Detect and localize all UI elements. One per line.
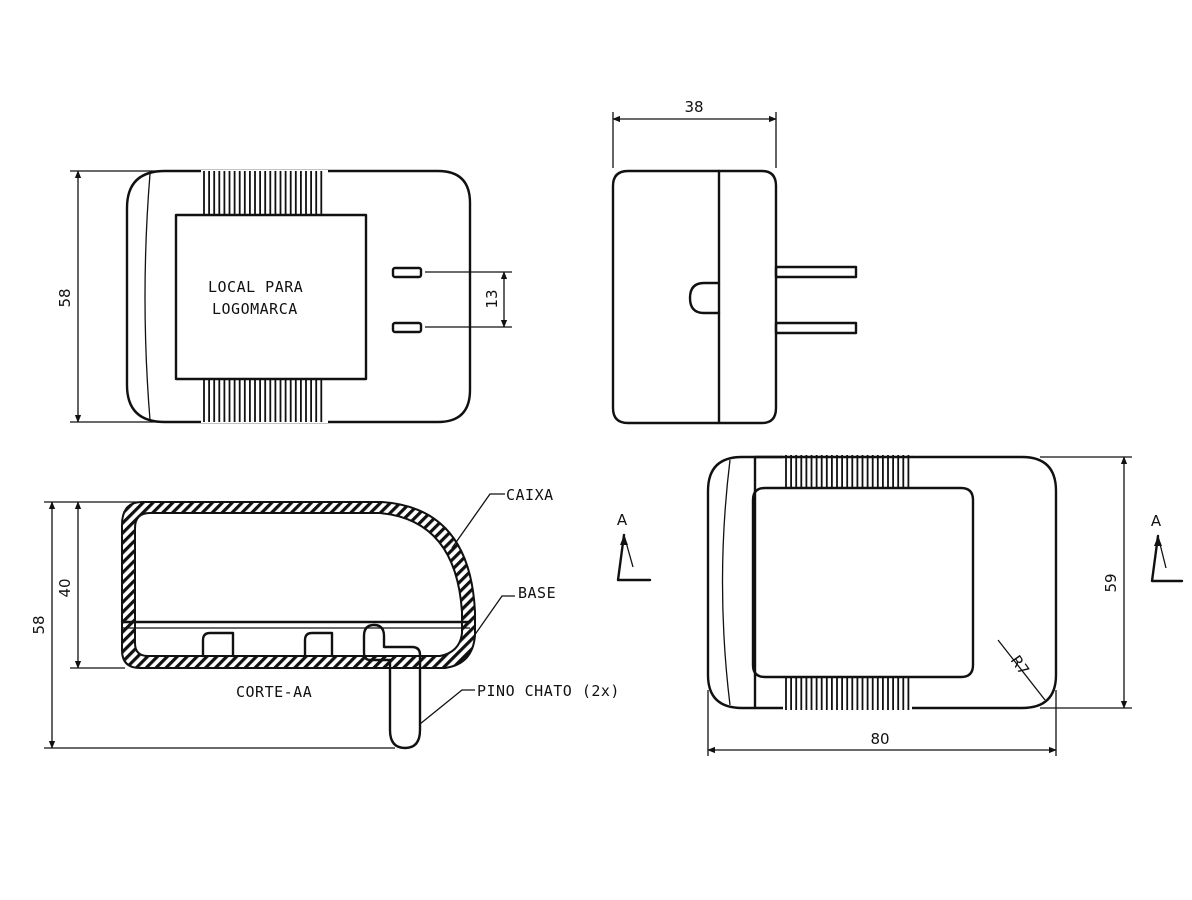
dim-pin-spacing: 13 bbox=[483, 289, 501, 308]
section-title: CORTE-AA bbox=[236, 683, 312, 701]
top-view: LOCAL PARA LOGOMARCA 13 58 bbox=[56, 169, 512, 424]
section-marker-right: A bbox=[1150, 512, 1184, 583]
bottom-coil-lower bbox=[783, 677, 912, 711]
side-pin-lower bbox=[774, 321, 858, 335]
section-marker-left: A bbox=[616, 511, 652, 582]
bottom-window bbox=[751, 486, 975, 679]
section-case-wall bbox=[121, 501, 476, 669]
svg-text:A: A bbox=[1151, 512, 1162, 530]
label-base: BASE bbox=[518, 584, 556, 602]
pin-slot-upper bbox=[391, 266, 423, 279]
logo-area-label-line2: LOGOMARCA bbox=[212, 300, 298, 318]
bottom-view-outline bbox=[706, 455, 1058, 710]
bottom-view: R7 59 80 bbox=[706, 454, 1132, 756]
bottom-coil-upper bbox=[783, 454, 912, 488]
dim-top-view-height: 58 bbox=[56, 288, 74, 307]
bottom-frame-outer bbox=[753, 455, 914, 710]
side-view-outline bbox=[611, 169, 778, 425]
dim-bottom-width: 80 bbox=[870, 730, 889, 748]
top-view-outline bbox=[125, 169, 472, 424]
dim-bottom-height: 59 bbox=[1102, 573, 1120, 592]
dim-side-width: 38 bbox=[684, 98, 703, 116]
dim-section-inner-height: 40 bbox=[56, 578, 74, 597]
section-pin bbox=[362, 623, 422, 750]
svg-text:A: A bbox=[617, 511, 628, 529]
side-view: 38 bbox=[611, 98, 858, 425]
logo-area bbox=[174, 213, 368, 381]
top-coil-upper bbox=[201, 170, 328, 216]
logo-area-label-line1: LOCAL PARA bbox=[208, 278, 303, 296]
side-pin-upper bbox=[774, 265, 858, 279]
pin-slot-lower bbox=[391, 321, 423, 334]
label-case: CAIXA bbox=[506, 486, 554, 504]
top-coil-lower bbox=[201, 379, 328, 423]
side-view-bump bbox=[688, 281, 721, 315]
section-view: CAIXA BASE PINO CHATO (2x) CORTE-AA 40 5… bbox=[30, 486, 620, 750]
label-flat-pin: PINO CHATO (2x) bbox=[477, 682, 620, 700]
dim-section-total-height: 58 bbox=[30, 615, 48, 634]
